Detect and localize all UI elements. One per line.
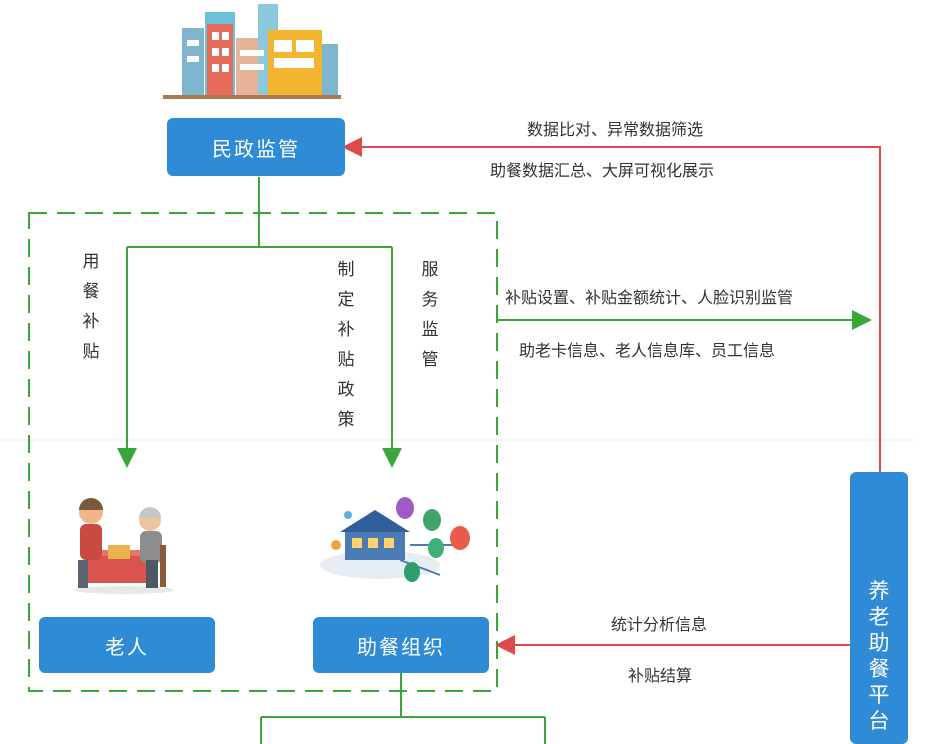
card-info-label: 助老卡信息、老人信息库、员工信息 — [519, 341, 776, 360]
service-supervision-label: 服务监管 — [421, 260, 439, 370]
platform-box: 养老助餐平台 — [850, 472, 908, 744]
civil-affairs-box: 民政监管 — [167, 118, 345, 176]
platform-label: 养老助餐平台 — [868, 579, 890, 733]
stats-analysis-label: 统计分析信息 — [611, 615, 708, 634]
buildings-illustration — [163, 4, 341, 99]
dashed-boundary — [28, 212, 498, 692]
meal-org-label: 助餐组织 — [357, 634, 445, 659]
settlement-label: 补贴结算 — [628, 666, 693, 685]
meal-org-box: 助餐组织 — [313, 617, 489, 673]
elderly-label: 老人 — [105, 634, 149, 659]
arrow-platform-to-civil — [342, 137, 881, 472]
subsidy-settings-label: 补贴设置、补贴金额统计、人脸识别监管 — [505, 288, 794, 307]
elderly-box: 老人 — [39, 617, 215, 673]
elderly-illustration — [74, 498, 174, 594]
make-policy-label: 制定补贴政策 — [337, 260, 355, 430]
data-summary-label: 助餐数据汇总、大屏可视化展示 — [490, 161, 715, 180]
civil-affairs-label: 民政监管 — [212, 136, 300, 161]
org-illustration — [320, 497, 470, 582]
data-compare-label: 数据比对、异常数据筛选 — [527, 120, 704, 139]
meal-subsidy-label: 用餐补贴 — [82, 252, 100, 362]
